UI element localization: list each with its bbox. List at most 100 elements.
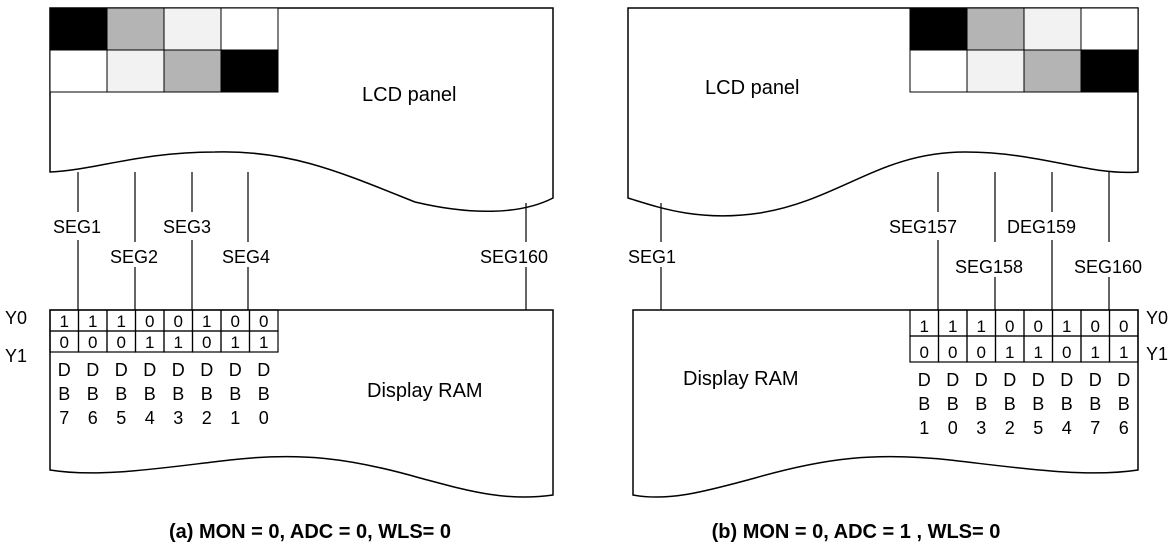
bit-value: 1 (259, 333, 268, 352)
db-bit-number: 6 (1119, 418, 1129, 438)
db-bit-number: 7 (59, 408, 69, 428)
pixel-cell (106, 49, 165, 93)
bit-value: 0 (1034, 317, 1043, 336)
bit-value: 0 (202, 333, 211, 352)
bit-value: 1 (1119, 343, 1128, 362)
db-d-letter: D (1003, 370, 1016, 390)
pixel-cell (220, 49, 279, 93)
pixel-cell (163, 7, 222, 51)
db-d-letter: D (1117, 370, 1130, 390)
db-b-letter: B (115, 384, 127, 404)
db-d-letter: D (229, 360, 242, 380)
bit-value: 0 (88, 333, 97, 352)
pixel-grid-a (49, 7, 279, 93)
db-d-letter: D (86, 360, 99, 380)
bit-value: 0 (1005, 317, 1014, 336)
db-b-letter: B (58, 384, 70, 404)
db-d-letter: D (1032, 370, 1045, 390)
db-b-letter: B (1089, 394, 1101, 414)
lcd-panel-outline-b (627, 7, 1139, 217)
db-b-letter: B (947, 394, 959, 414)
bit-value: 0 (1062, 343, 1071, 362)
db-d-letter: D (918, 370, 931, 390)
bit-value: 0 (948, 343, 957, 362)
pixel-cell (909, 49, 968, 93)
bit-value: 0 (117, 333, 126, 352)
bit-value: 1 (231, 333, 240, 352)
bit-value: 0 (259, 312, 268, 331)
db-bit-number: 2 (1005, 418, 1015, 438)
y0-label-a: Y0 (5, 308, 27, 328)
bit-value: 0 (145, 312, 154, 331)
display-ram-label-b: Display RAM (683, 368, 799, 390)
db-d-letter: D (143, 360, 156, 380)
display-ram-label-a: Display RAM (367, 380, 483, 402)
bit-value: 0 (1119, 317, 1128, 336)
db-bit-number: 1 (230, 408, 240, 428)
seg3-label-a: SEG3 (163, 217, 211, 237)
seg158-label-b: SEG158 (955, 257, 1023, 277)
bit-value: 1 (145, 333, 154, 352)
pixel-cell (966, 49, 1025, 93)
db-b-letter: B (1004, 394, 1016, 414)
pixel-cell (1023, 7, 1082, 51)
db-bit-number: 4 (145, 408, 155, 428)
pixel-cell (966, 7, 1025, 51)
lcd-panel-label-a: LCD panel (362, 84, 457, 106)
diagram-b: LCD panel SEG1 SEG157 SEG158 DEG159 SEG1… (627, 7, 1168, 543)
seg160-label-b: SEG160 (1074, 257, 1142, 277)
bit-value: 1 (1005, 343, 1014, 362)
bit-value: 0 (174, 312, 183, 331)
pixel-cell (163, 49, 222, 93)
pixel-cell (909, 7, 968, 51)
bit-value: 1 (977, 317, 986, 336)
seg157-label-b: SEG157 (889, 217, 957, 237)
db-b-letter: B (258, 384, 270, 404)
bit-value: 1 (117, 312, 126, 331)
db-bit-number: 2 (202, 408, 212, 428)
y0-label-b: Y0 (1146, 308, 1168, 328)
db-b-letter: B (1061, 394, 1073, 414)
bit-value: 0 (977, 343, 986, 362)
db-d-letter: D (115, 360, 128, 380)
y1-label-a: Y1 (5, 346, 27, 366)
bit-value: 0 (920, 343, 929, 362)
lcd-panel-outline-a (49, 7, 554, 212)
bit-value: 1 (920, 317, 929, 336)
pixel-cell (106, 7, 165, 51)
db-d-letter: D (257, 360, 270, 380)
pixel-grid-b (909, 7, 1139, 93)
seg159-label-b: DEG159 (1007, 217, 1076, 237)
db-bit-number: 4 (1062, 418, 1072, 438)
db-bit-number: 6 (88, 408, 98, 428)
db-b-letter: B (1032, 394, 1044, 414)
diagram-a: LCD panel SEG1 SEG2 SEG3 SEG4 SEG160 Dis… (5, 7, 554, 543)
bit-value: 0 (1091, 317, 1100, 336)
seg160-label-a: SEG160 (480, 247, 548, 267)
bit-value: 1 (202, 312, 211, 331)
bit-value: 1 (174, 333, 183, 352)
db-d-letter: D (975, 370, 988, 390)
bit-cell (248, 330, 279, 353)
db-bit-number: 1 (919, 418, 929, 438)
db-bit-number: 5 (116, 408, 126, 428)
y1-label-b: Y1 (1146, 344, 1168, 364)
display-ram-outline-b (632, 309, 1139, 498)
seg2-label-a: SEG2 (110, 247, 158, 267)
lcd-panel-label-b: LCD panel (705, 77, 800, 99)
db-d-letter: D (200, 360, 213, 380)
db-b-letter: B (229, 384, 241, 404)
bit-value: 1 (60, 312, 69, 331)
bit-value: 1 (948, 317, 957, 336)
db-bit-number: 7 (1090, 418, 1100, 438)
db-b-letter: B (918, 394, 930, 414)
db-b-letter: B (1118, 394, 1130, 414)
bit-cell (1108, 335, 1139, 363)
db-d-letter: D (172, 360, 185, 380)
db-bit-number: 5 (1033, 418, 1043, 438)
